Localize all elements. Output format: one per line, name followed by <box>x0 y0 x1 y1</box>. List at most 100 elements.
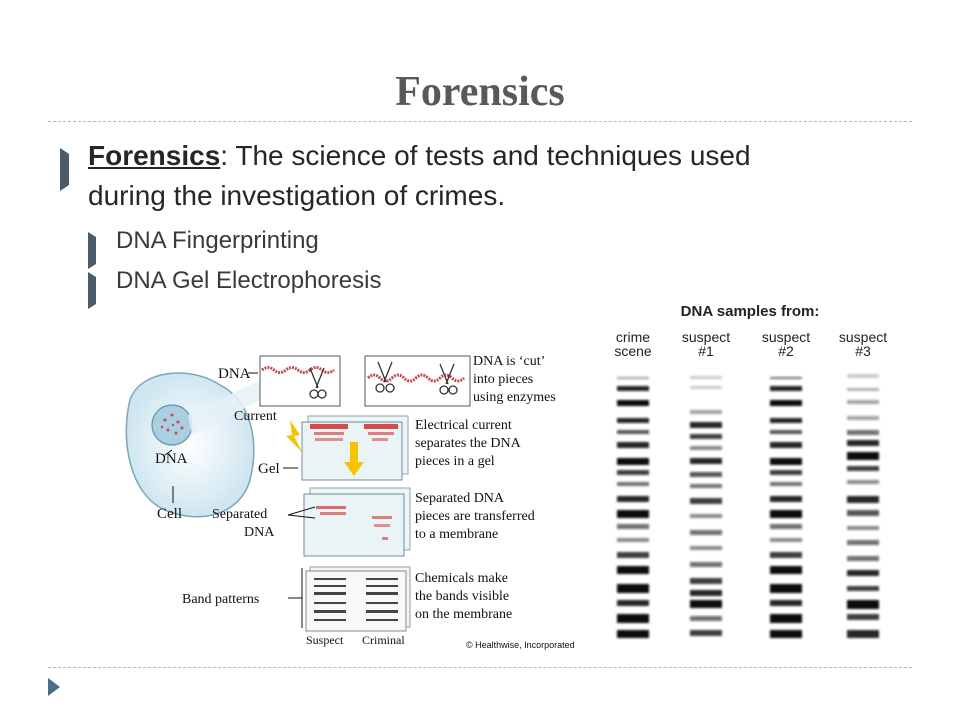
bullet-triangle-icon <box>88 272 96 309</box>
bullet-list: Forensics: The science of tests and tech… <box>60 136 850 309</box>
column-suspect1-line1: suspect <box>682 329 730 345</box>
gel-band <box>770 400 802 406</box>
column-suspect3-line1: suspect <box>839 329 887 345</box>
gel-band <box>847 614 879 620</box>
label-dna-top: DNA <box>218 366 251 382</box>
caption-cut-1: DNA is ‘cut’ <box>473 354 545 369</box>
bullet-triangle-icon <box>88 232 96 269</box>
samples-heading: DNA samples from: <box>681 303 820 320</box>
gel-band <box>690 600 722 608</box>
sub-bullet-text: DNA Fingerprinting <box>116 227 319 254</box>
gel-band <box>847 480 879 484</box>
gel-band <box>770 510 802 518</box>
step-cut-panels <box>259 355 471 407</box>
gel-band <box>770 470 802 475</box>
column-suspect1-line2: #1 <box>698 343 714 359</box>
scissors-icon <box>375 361 395 393</box>
gel-band <box>617 386 649 391</box>
gel-band <box>690 616 722 621</box>
dna-samples-gel: DNA samples from: crime scene suspect #1… <box>614 303 887 638</box>
sub-bullet-gel-electrophoresis: DNA Gel Electrophoresis <box>60 266 850 309</box>
band-pattern-panel <box>305 566 411 632</box>
gel-band <box>690 578 722 584</box>
gel-band <box>690 472 722 477</box>
gel-band <box>690 562 722 567</box>
gel-band <box>690 514 722 518</box>
caption-visible-2: the bands visible <box>415 589 509 604</box>
term-forensics: Forensics <box>88 140 221 171</box>
gel-band <box>770 458 802 465</box>
gel-band <box>690 484 722 488</box>
gel-band <box>770 552 802 558</box>
column-suspect2-line2: #2 <box>778 343 794 359</box>
column-suspect3-line2: #3 <box>855 343 871 359</box>
gel-band <box>770 496 802 502</box>
term-colon: : <box>220 140 229 171</box>
gel-band <box>770 482 802 486</box>
label-separated-1: Separated <box>212 507 267 522</box>
gel-band <box>617 524 649 529</box>
gel-band <box>847 600 879 609</box>
gel-band <box>617 458 649 465</box>
gel-band <box>690 590 722 596</box>
gel-band <box>690 458 722 464</box>
gel-band <box>690 376 722 379</box>
column-crime-scene-line1: crime <box>616 329 650 345</box>
definition-line-1: The science of tests and techniques used <box>235 140 751 171</box>
gel-band <box>617 400 649 406</box>
label-dna-cell: DNA <box>155 451 188 467</box>
column-crime-scene-line2: scene <box>614 343 652 359</box>
definition-line-2: during the investigation of crimes. <box>88 180 506 211</box>
label-current: Current <box>234 409 277 424</box>
gel-band <box>847 570 879 576</box>
gel-band <box>770 524 802 529</box>
gel-band <box>617 418 649 423</box>
gel-band <box>770 600 802 606</box>
gel-band <box>847 630 879 638</box>
arrow-down-icon <box>344 442 364 476</box>
copyright-notice: © Healthwise, Incorporated <box>466 640 575 650</box>
gel-band <box>770 614 802 623</box>
gel-band <box>690 410 722 414</box>
membrane-panel <box>303 487 411 557</box>
scissors-icon <box>309 367 327 399</box>
gel-band <box>690 498 722 504</box>
bullet-forensics-definition: Forensics: The science of tests and tech… <box>60 136 850 216</box>
gel-band <box>770 418 802 423</box>
gel-band <box>770 584 802 593</box>
gel-band <box>617 614 649 623</box>
gel-band <box>770 386 802 391</box>
gel-band <box>617 600 649 606</box>
gel-band <box>617 630 649 638</box>
gel-band <box>847 466 879 471</box>
cell-illustration <box>125 372 260 518</box>
gel-band <box>617 377 649 379</box>
gel-band <box>847 496 879 503</box>
process-illustration: DNA Cell <box>125 354 575 650</box>
slide-nav-triangle-icon <box>48 678 60 696</box>
gel-band <box>770 566 802 574</box>
caption-current-2: separates the DNA <box>415 436 522 451</box>
gel-band <box>847 430 879 435</box>
gel-band <box>690 546 722 550</box>
gel-band <box>847 388 879 391</box>
sub-bullet-dna-fingerprinting: DNA Fingerprinting <box>60 226 850 269</box>
caption-current-1: Electrical current <box>415 418 512 433</box>
gel-band <box>617 566 649 574</box>
label-suspect: Suspect <box>306 633 344 647</box>
scissors-icon <box>439 363 458 395</box>
gel-band <box>770 538 802 542</box>
gel-band <box>847 586 879 591</box>
bullet-triangle-icon <box>60 148 69 191</box>
gel-band <box>617 482 649 486</box>
gel-band <box>690 446 722 450</box>
label-criminal: Criminal <box>362 633 405 647</box>
gel-band <box>847 400 879 404</box>
label-cell: Cell <box>157 506 182 522</box>
gel-band <box>770 442 802 448</box>
gel-band <box>847 416 879 420</box>
caption-visible-1: Chemicals make <box>415 571 508 586</box>
gel-band <box>617 510 649 518</box>
gel-band <box>847 526 879 530</box>
